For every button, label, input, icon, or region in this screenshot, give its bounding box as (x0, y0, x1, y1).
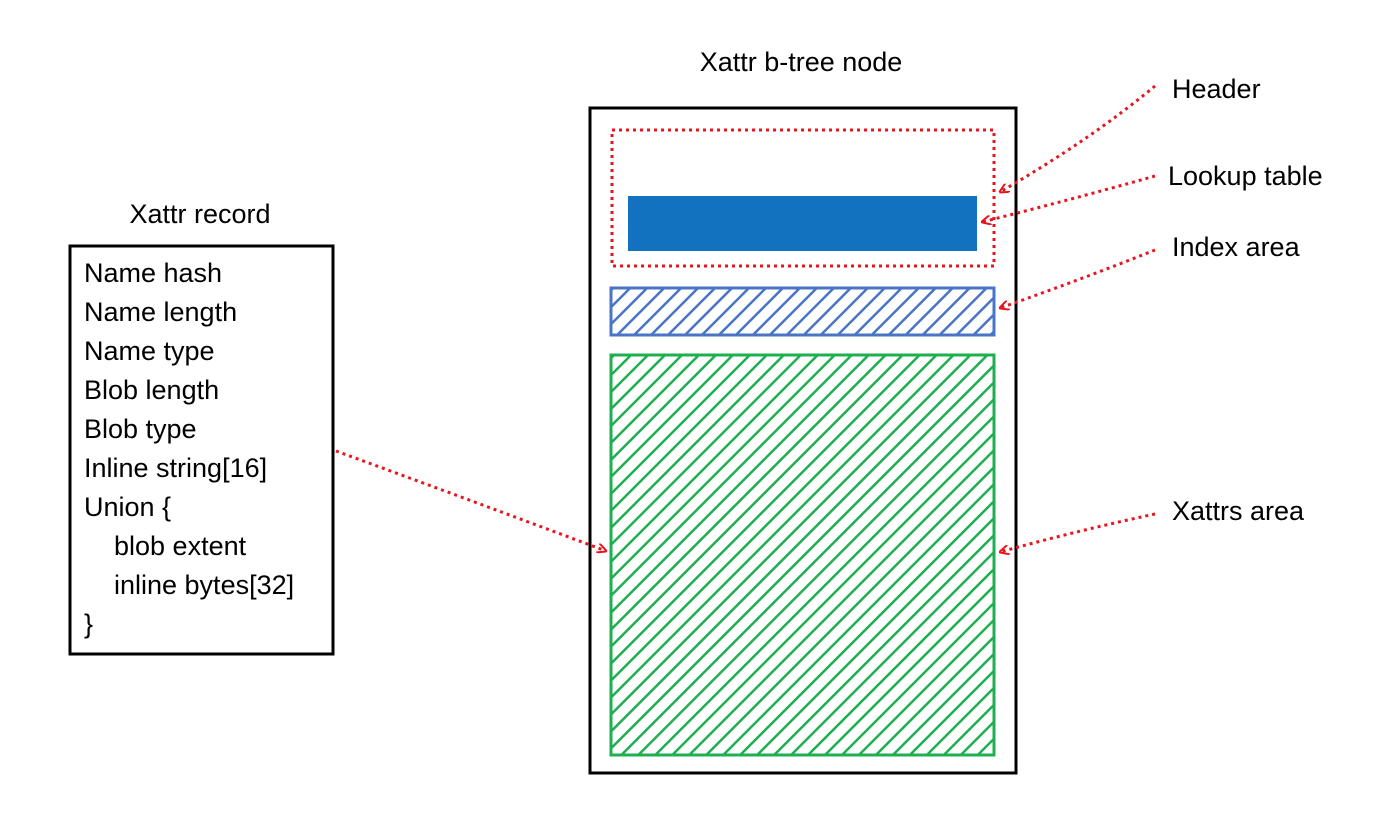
node-title: Xattr b-tree node (700, 47, 903, 77)
record-field: Blob length (84, 375, 219, 405)
record-field: Name type (84, 336, 215, 366)
arrow-lookup-table (982, 174, 1156, 222)
record-field: Name hash (84, 258, 222, 288)
record-field-list: Name hash Name length Name type Blob len… (84, 258, 294, 639)
callout-lookup-table: Lookup table (1168, 161, 1323, 191)
record-field: Inline string[16] (84, 453, 267, 483)
record-field: } (84, 609, 93, 639)
record-field: Blob type (84, 414, 197, 444)
callout-xattrs-area: Xattrs area (1172, 496, 1305, 526)
record-field: inline bytes[32] (114, 570, 294, 600)
index-area-block (609, 286, 996, 337)
callout-header: Header (1172, 74, 1261, 104)
record-field: Name length (84, 297, 237, 327)
arrow-record-to-xattrs (335, 449, 606, 551)
header-region (610, 128, 996, 268)
callout-index-area: Index area (1172, 232, 1301, 262)
arrow-header (1000, 84, 1156, 192)
xattrs-area-block (609, 353, 996, 757)
record-field: Union { (84, 492, 171, 522)
arrow-xattrs-area (1000, 512, 1156, 552)
record-box (68, 244, 335, 656)
record-field: blob extent (114, 531, 247, 561)
lookup-table-block (628, 196, 977, 251)
record-title: Xattr record (129, 199, 270, 229)
arrow-index-area (1000, 248, 1156, 308)
